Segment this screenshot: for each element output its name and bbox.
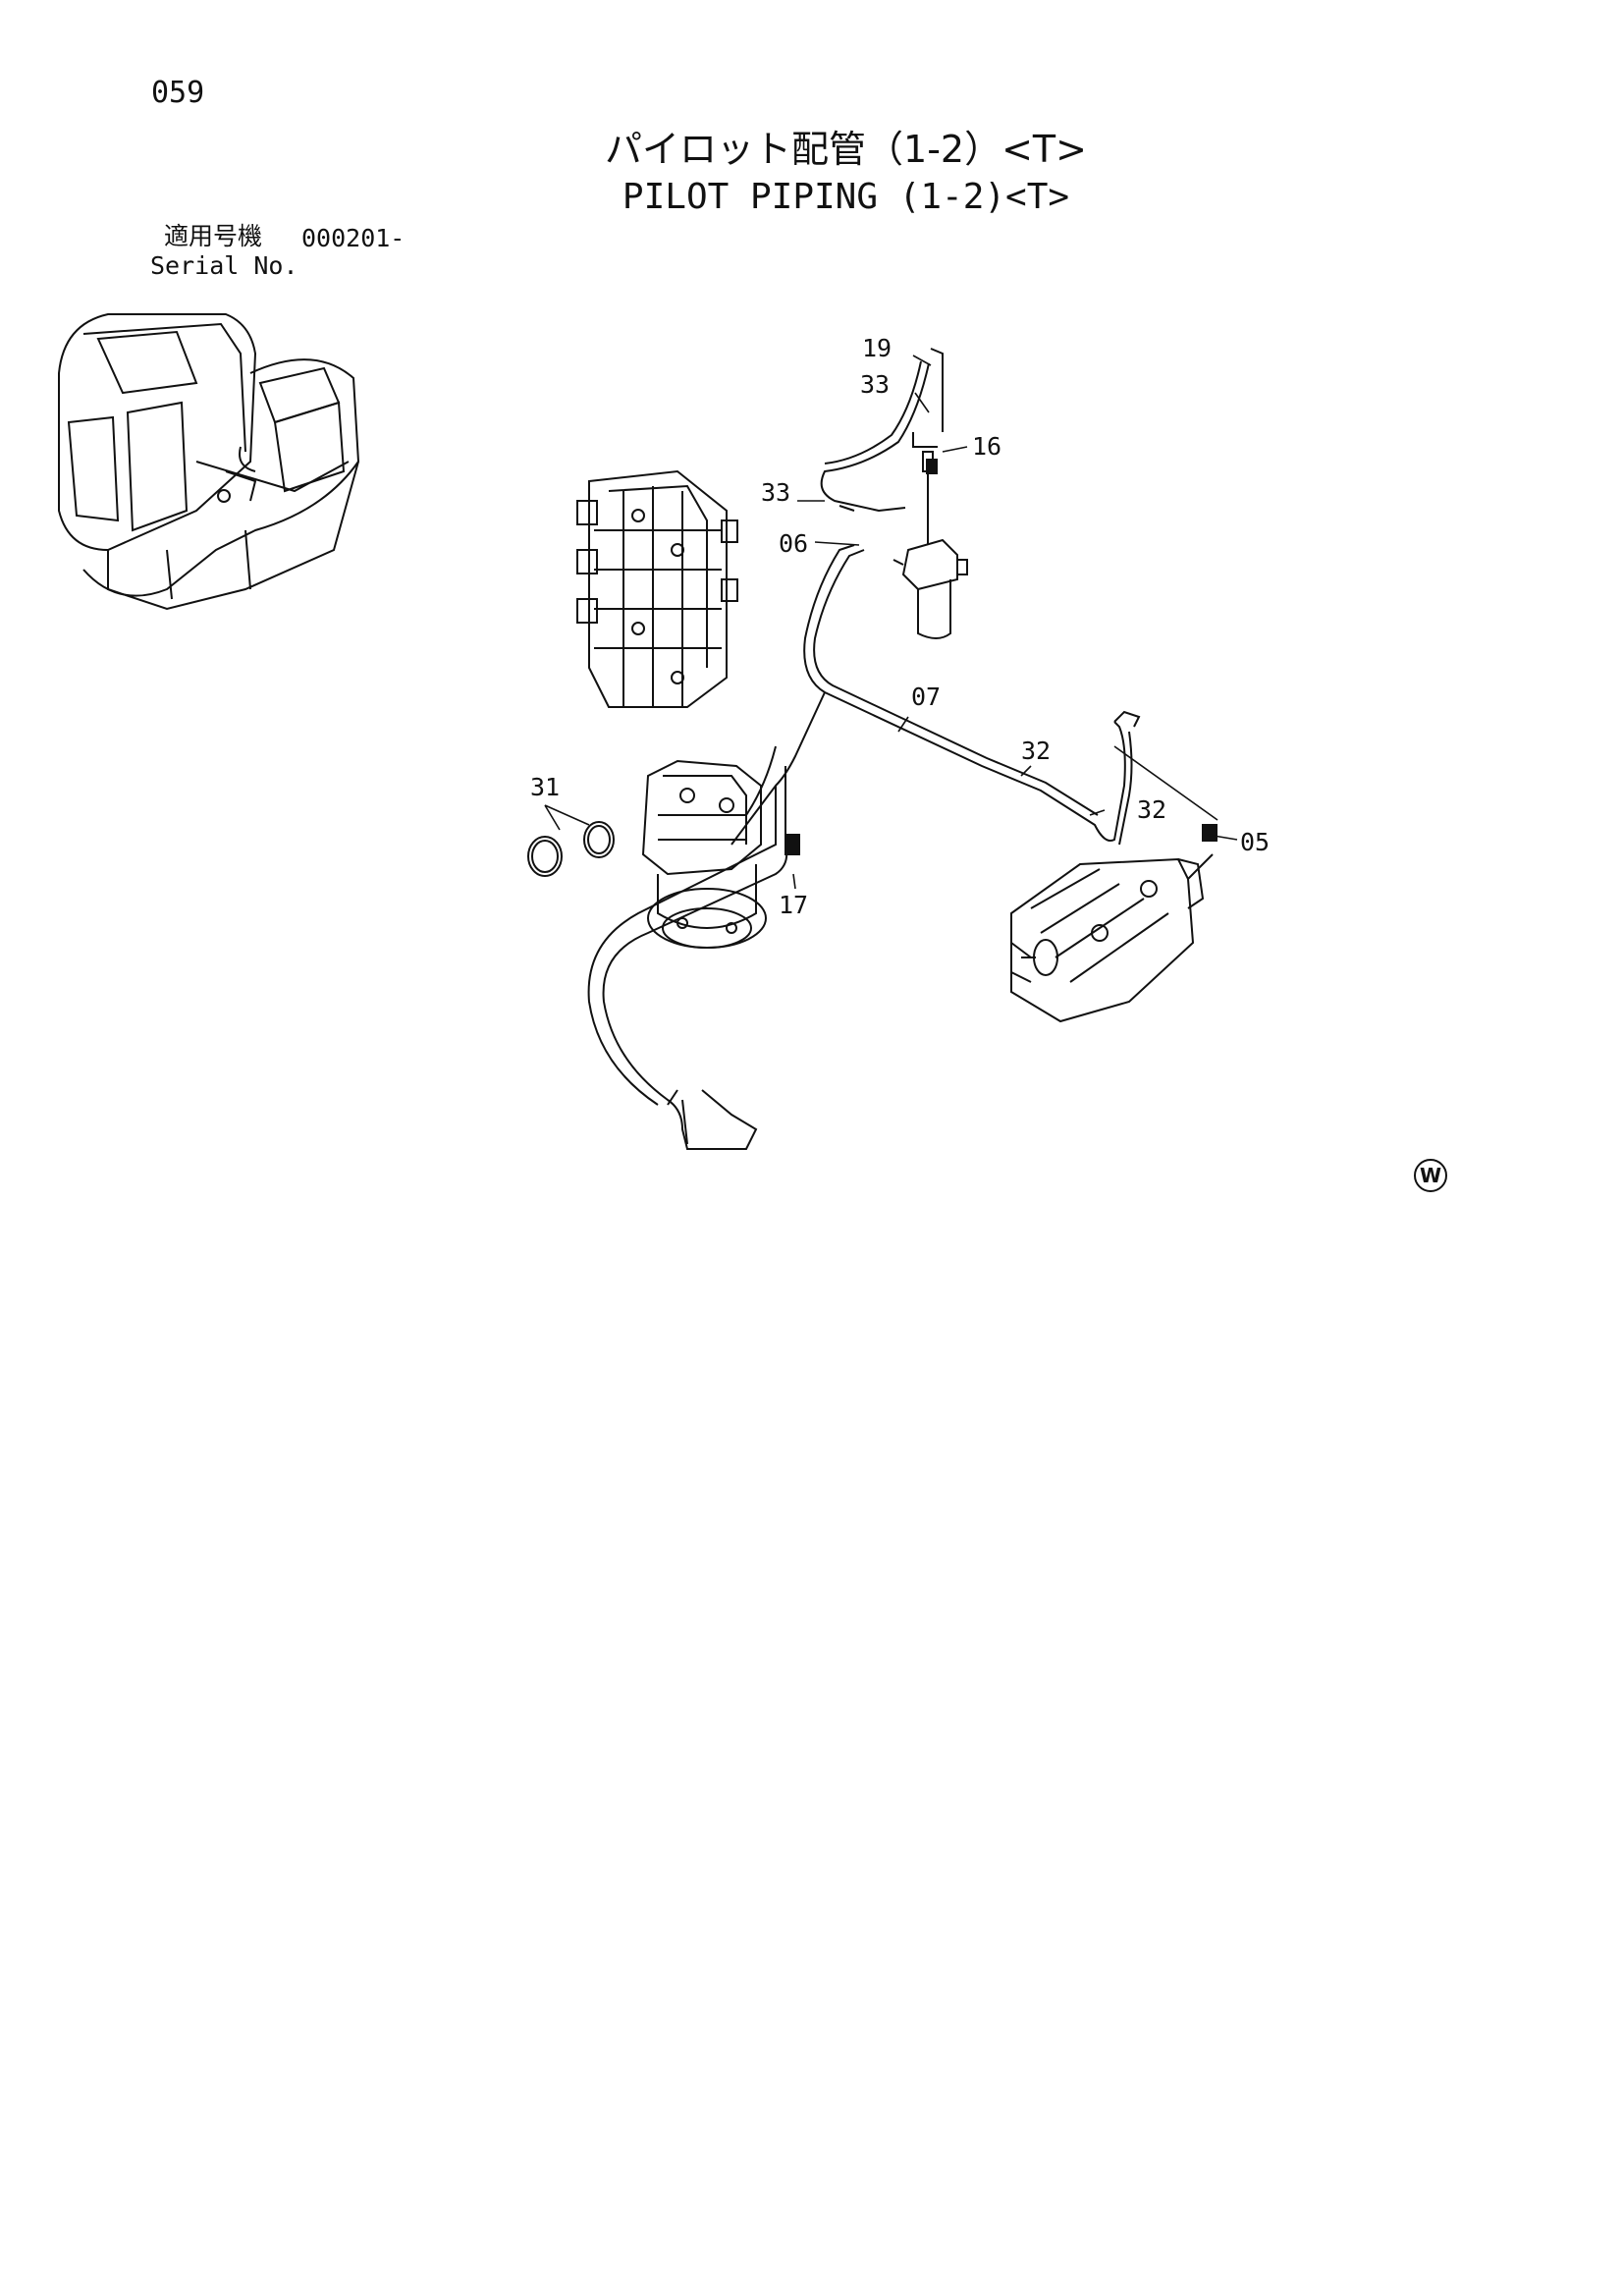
leader-lines: [544, 355, 1238, 890]
pilot-hoses: [587, 360, 1217, 1150]
callout-33-lower: 33: [761, 478, 790, 507]
callout-31: 31: [530, 773, 560, 801]
callout-32-lower: 32: [1137, 795, 1166, 824]
machine-overview-illustration: [58, 313, 360, 611]
circled-w-mark: W: [1414, 1159, 1447, 1192]
serial-number-value: 000201-: [301, 224, 406, 252]
control-valve-illustration: [576, 469, 738, 708]
callout-05: 05: [1240, 828, 1270, 856]
callout-16: 16: [972, 432, 1001, 461]
page-number: 059: [151, 76, 205, 110]
callout-06: 06: [779, 529, 808, 558]
serial-label-japanese: 適用号機: [164, 222, 263, 250]
callout-32-upper: 32: [1021, 737, 1051, 765]
serial-label-english: Serial No.: [150, 251, 298, 280]
hydraulic-pump-illustration: [1010, 853, 1214, 1023]
callout-07: 07: [911, 683, 941, 711]
page-title-english: PILOT PIPING (1-2)<T>: [622, 177, 1070, 217]
o-rings-illustration: [527, 821, 615, 877]
pilot-filter-illustration: [893, 348, 968, 639]
page-title-japanese: パイロット配管（1-2）<T>: [605, 128, 1087, 171]
swing-motor-illustration: [641, 759, 767, 949]
callout-17: 17: [779, 891, 808, 919]
callout-19: 19: [862, 334, 892, 362]
callout-33-upper: 33: [860, 370, 890, 399]
